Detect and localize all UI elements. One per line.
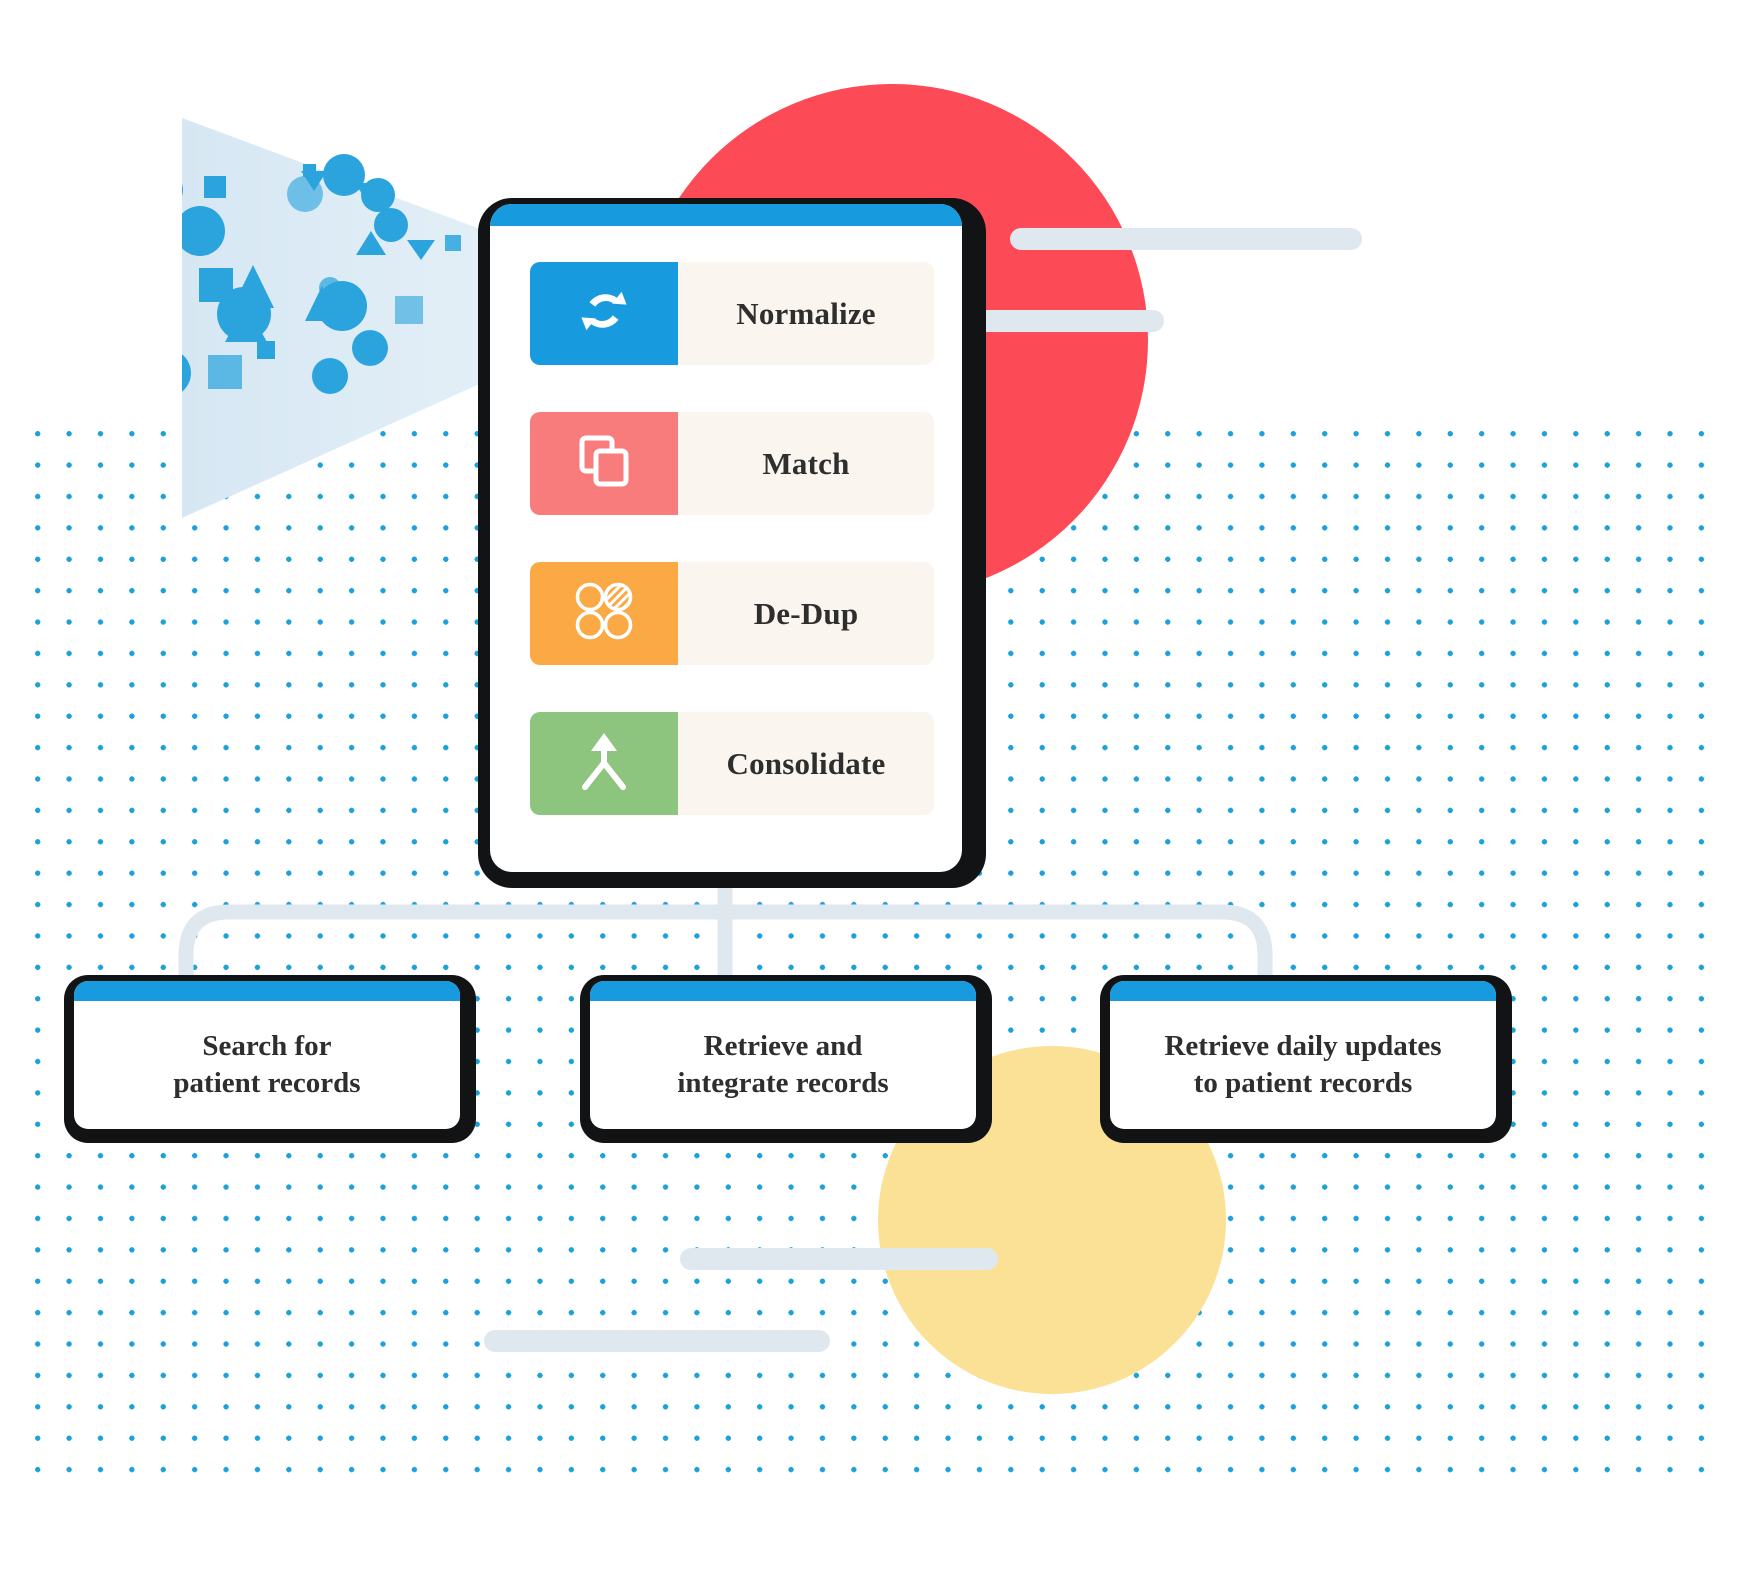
- data-pipeline-panel: Normalize Match: [490, 204, 962, 872]
- card-title-bar: [74, 981, 460, 1001]
- outcome-line-2: patient records: [173, 1067, 361, 1099]
- merge-arrow-up-icon: [573, 729, 635, 798]
- consolidate-icon-tile: [530, 712, 678, 815]
- bar-bottom-left: [484, 1330, 830, 1352]
- normalize-label-tile: Normalize: [678, 262, 934, 365]
- outcome-line-2: to patient records: [1193, 1067, 1413, 1099]
- sync-refresh-icon: [573, 280, 635, 347]
- outcome-line-1: Search for: [202, 1029, 332, 1062]
- pipeline-step-label: Match: [762, 445, 850, 481]
- card-title-bar: [590, 981, 976, 1001]
- outcome-card-search[interactable]: Search for patient records: [74, 981, 460, 1129]
- data-funnel-triangle: [182, 118, 644, 518]
- pipeline-step-dedup[interactable]: De-Dup: [530, 562, 934, 665]
- copy-duplicate-icon: [575, 432, 633, 495]
- consolidate-label-tile: Consolidate: [678, 712, 934, 815]
- bar-top-right-short: [952, 310, 1164, 332]
- match-label-tile: Match: [678, 412, 934, 515]
- bar-bottom-right: [680, 1248, 998, 1270]
- pipeline-step-label: De-Dup: [753, 595, 859, 631]
- outcome-line-1: Retrieve daily updates: [1164, 1029, 1442, 1062]
- pipeline-step-match[interactable]: Match: [530, 412, 934, 515]
- pipeline-step-normalize[interactable]: Normalize: [530, 262, 934, 365]
- outcome-card-daily-updates[interactable]: Retrieve daily updates to patient record…: [1110, 981, 1496, 1129]
- outcome-card-text: Search for patient records: [74, 1001, 460, 1129]
- outcome-line-2: integrate records: [677, 1067, 889, 1099]
- outcome-card-text: Retrieve and integrate records: [590, 1001, 976, 1129]
- pipeline-step-label: Consolidate: [726, 745, 886, 781]
- outcome-card-text: Retrieve daily updates to patient record…: [1110, 1001, 1496, 1129]
- pipeline-steps-list: Normalize Match: [490, 226, 962, 845]
- pipeline-step-consolidate[interactable]: Consolidate: [530, 712, 934, 815]
- dedup-icon-tile: [530, 562, 678, 665]
- dedup-label-tile: De-Dup: [678, 562, 934, 665]
- bar-top-right-long: [1010, 228, 1362, 250]
- match-icon-tile: [530, 412, 678, 515]
- pipeline-step-label: Normalize: [736, 295, 876, 331]
- card-title-bar: [1110, 981, 1496, 1001]
- four-circles-icon: [573, 580, 635, 647]
- outcome-line-1: Retrieve and: [703, 1029, 863, 1062]
- panel-title-bar: [490, 204, 962, 226]
- outcome-card-retrieve-integrate[interactable]: Retrieve and integrate records: [590, 981, 976, 1129]
- normalize-icon-tile: [530, 262, 678, 365]
